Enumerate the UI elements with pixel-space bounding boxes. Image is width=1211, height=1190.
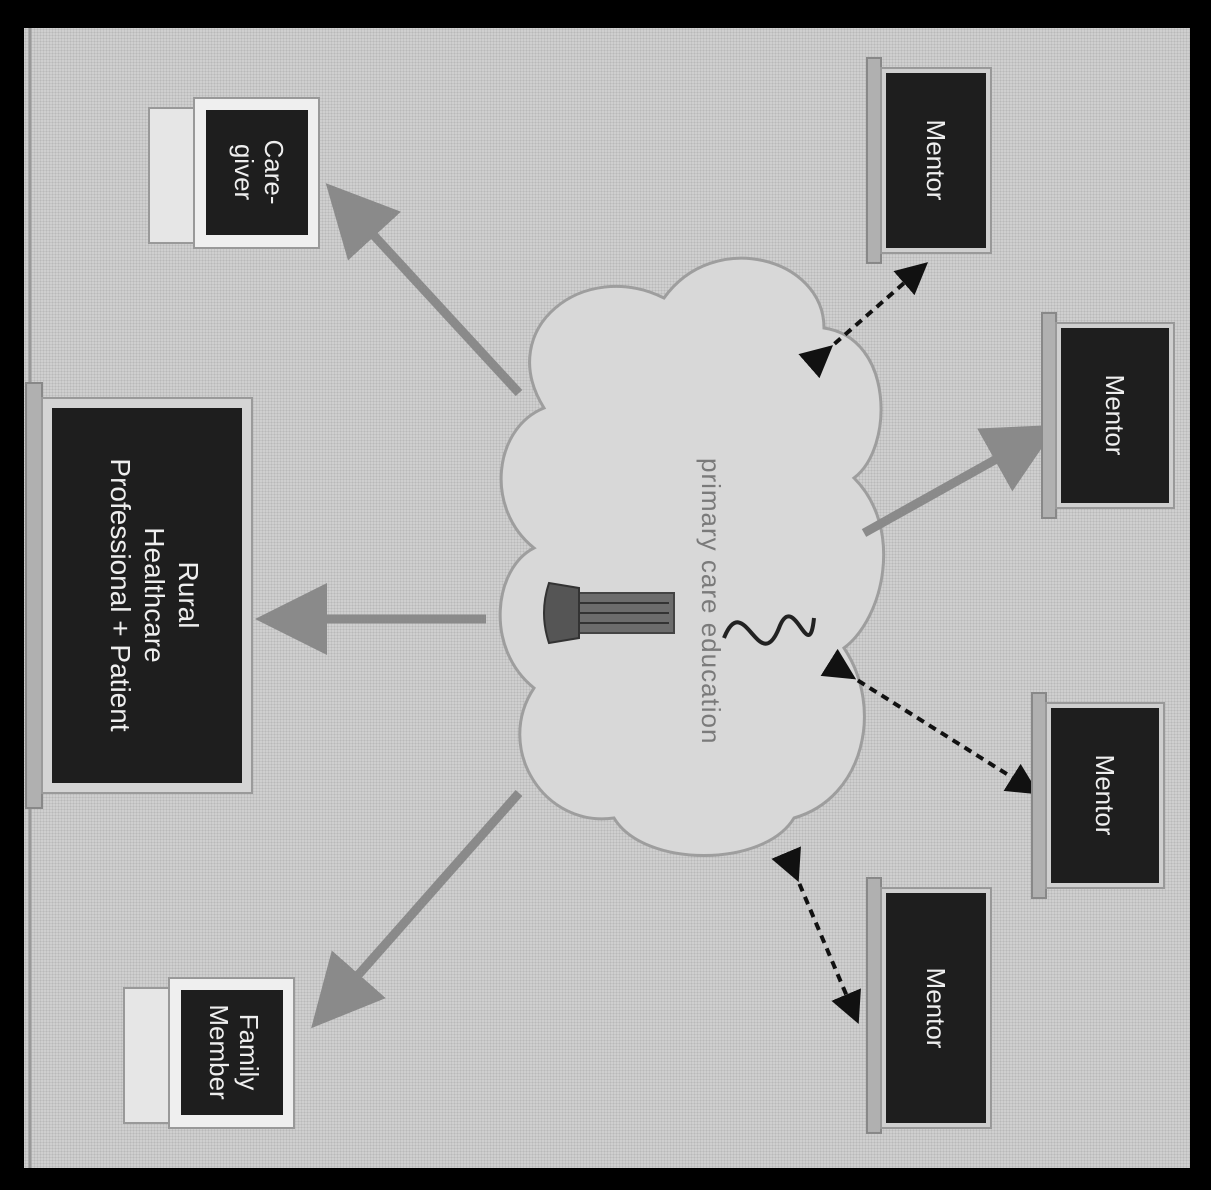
dashed-arrow-mentor-3 [846,673,1029,788]
dashed-arrow-mentor-4 [794,871,854,1013]
arrow-caregiver [344,203,519,393]
mentor-1-label: Mentor [921,120,951,201]
arrow-mentor-2 [864,438,1034,533]
family-label-line-2: Member [204,1004,234,1100]
laptop-base [26,383,42,808]
rural-label-line-2: Healthcare [139,527,170,662]
diagram-canvas: primary care education Ru [24,28,1190,1168]
server-icon [544,583,674,643]
keyboard-stand [124,988,169,1123]
mentor-laptop-1: Mentor [867,58,991,263]
laptop-base [867,878,881,1133]
cloud-shape [500,258,884,855]
mentor-4-label: Mentor [921,968,951,1049]
mentor-2-label: Mentor [1100,375,1130,456]
cloud-label: primary care education [696,458,726,744]
diagram-svg: primary care education Ru [24,28,1190,1168]
rural-label-line-3: Professional + Patient [105,458,136,731]
caregiver-computer: Care- giver [149,98,319,248]
family-label-line-1: Family [234,1014,264,1091]
primary-care-cloud: primary care education [500,258,884,855]
keyboard-stand [149,108,194,243]
family-label: Family Member [204,1004,264,1100]
family-member-computer: Family Member [124,978,294,1128]
mentor-laptop-4: Mentor [867,878,991,1133]
laptop-base [1032,693,1046,898]
dashed-arrow-mentor-1 [824,270,919,353]
laptop-base [867,58,881,263]
mentor-laptop-3: Mentor [1032,693,1164,898]
caregiver-label-line-1: Care- [259,139,289,204]
arrow-family [329,793,519,1008]
laptop-base [1042,313,1056,518]
caregiver-label-line-2: giver [229,144,259,201]
mentor-laptop-2: Mentor [1042,313,1174,518]
rural-label-line-1: Rural [173,562,204,629]
mentor-3-label: Mentor [1090,755,1120,836]
caregiver-label: Care- giver [229,139,289,204]
rural-healthcare-laptop: Rural Healthcare Professional + Patient [26,383,252,808]
